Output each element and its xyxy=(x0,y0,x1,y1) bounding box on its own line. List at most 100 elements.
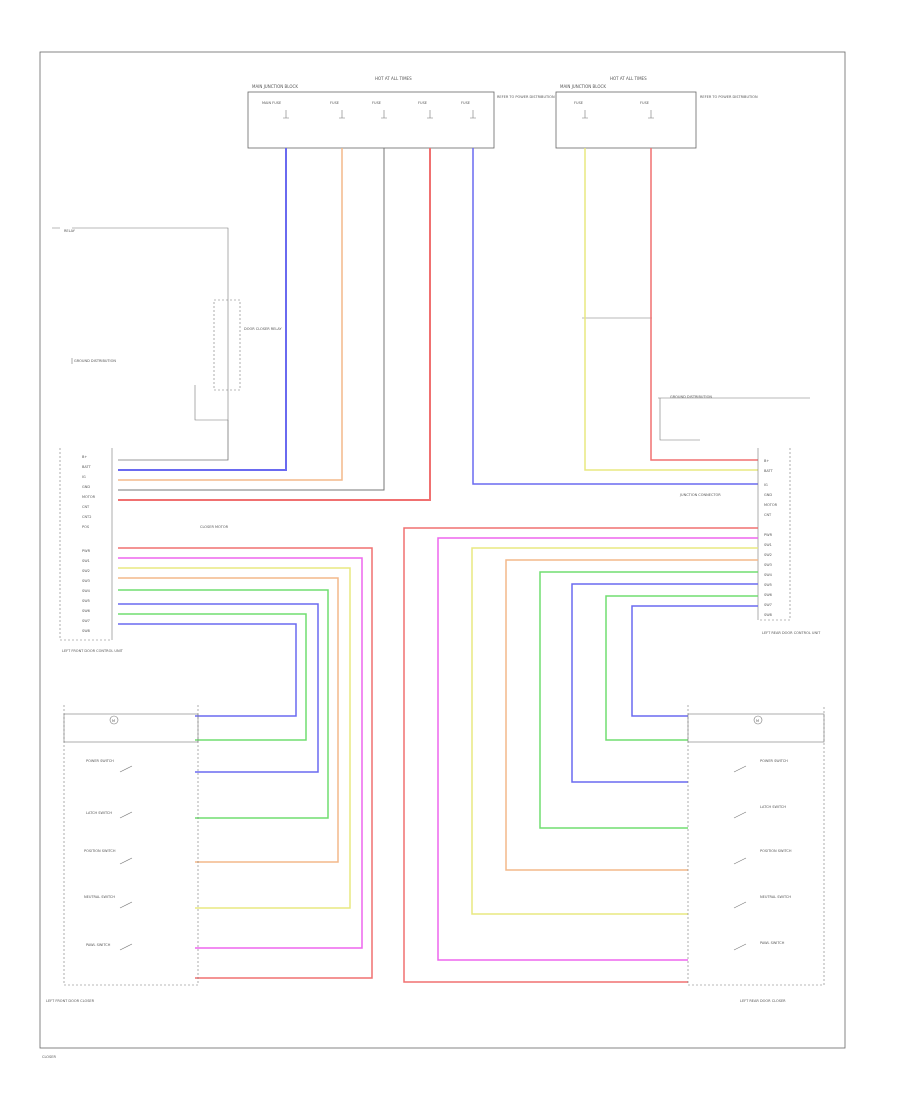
right-ground-wire xyxy=(658,397,810,441)
wire-orange-top xyxy=(118,148,343,481)
wire-orange-right xyxy=(505,559,758,871)
fuse-f5-label: FUSE xyxy=(461,101,470,105)
fuse-f1-label: MAIN FUSE xyxy=(262,101,281,105)
right-switch-2: POSITION SWITCH xyxy=(760,849,792,853)
wire-green-right xyxy=(539,571,758,829)
right-switch-3: NEUTRAL SWITCH xyxy=(760,895,791,899)
right-pin-2: IG xyxy=(764,483,768,487)
right-pin-3: GND xyxy=(764,493,772,497)
left-relay-label: DOOR CLOSER RELAY xyxy=(244,327,283,331)
right-module-pins: B+ BATT IG GND MOTOR CNT PWR SW1 SW2 SW3… xyxy=(764,459,778,617)
left-module-outline xyxy=(59,448,112,641)
right-fuse-box xyxy=(555,91,697,149)
left-motor-box xyxy=(63,713,199,743)
right-module: LEFT REAR DOOR CONTROL UNIT B+ BATT IG G… xyxy=(757,448,821,635)
fuse-f1: MAIN FUSE xyxy=(262,101,289,119)
right-fuse-side-note: REFER TO POWER DISTRIBUTION xyxy=(700,95,758,99)
right-pin-0: B+ xyxy=(764,459,769,463)
wire-magenta-right xyxy=(437,537,758,961)
wire-green2-right xyxy=(605,595,758,741)
right-pin-1: BATT xyxy=(764,469,774,473)
fuse-f2-label: FUSE xyxy=(330,101,339,105)
right-pin-14: SW8 xyxy=(764,613,772,617)
wire-yellow-top-right xyxy=(584,148,758,471)
left-switch-1: LATCH SWITCH xyxy=(86,811,112,815)
right-closer-outline xyxy=(687,705,825,986)
left-pin-14: SW6 xyxy=(82,609,90,613)
right-motor-symbol xyxy=(753,715,763,725)
left-pin-8: PWR xyxy=(82,549,91,553)
wire-red-left xyxy=(118,547,373,979)
wire-green-left xyxy=(118,589,329,819)
relay-feed-wire xyxy=(52,227,229,421)
left-closer-outline xyxy=(63,705,199,986)
left-pin-9: SW1 xyxy=(82,559,90,563)
left-pin-5: CNT xyxy=(82,505,90,509)
top-fuse-box xyxy=(247,91,495,149)
left-relay-area: RELAY DOOR CLOSER RELAY GROUND DISTRIBUT… xyxy=(52,227,283,421)
left-pin-1: BATT xyxy=(82,465,92,469)
left-pin-2: IG xyxy=(82,475,86,479)
left-pin-7: POS xyxy=(82,525,90,529)
left-switch-4: PAWL SWITCH xyxy=(86,943,111,947)
wire-blue2-right xyxy=(631,605,758,717)
left-motor-label: M xyxy=(112,719,115,723)
left-module-label: LEFT FRONT DOOR CONTROL UNIT xyxy=(62,649,124,653)
diagram-frame xyxy=(39,51,846,1049)
top-fuse-title: HOT AT ALL TIMES xyxy=(375,76,412,81)
right-pin-5: CNT xyxy=(764,513,772,517)
wire-gray-top xyxy=(118,148,385,491)
fuse-f4-label: FUSE xyxy=(418,101,427,105)
left-pin-11: SW3 xyxy=(82,579,90,583)
right-ground-note: GROUND DISTRIBUTION xyxy=(670,395,712,399)
left-pin-12: SW4 xyxy=(82,589,91,593)
wire-red-top-right xyxy=(650,148,758,461)
left-pin-15: SW7 xyxy=(82,619,90,623)
left-module-pins: B+ BATT IG GND MOTOR CNT CNT2 POS PWR SW… xyxy=(82,455,96,633)
left-bottom-wires xyxy=(118,547,373,979)
left-motor-symbol xyxy=(109,715,119,725)
top-wires xyxy=(118,148,758,501)
wire-blue-top-right xyxy=(472,148,758,485)
wire-relay-out xyxy=(118,420,229,461)
fuse-r1-label: FUSE xyxy=(574,101,583,105)
wire-blue-left xyxy=(118,603,319,773)
wire-red-right xyxy=(403,527,758,983)
fuse-f3-label: FUSE xyxy=(372,101,381,105)
right-switch-4: PAWL SWITCH xyxy=(760,941,785,945)
left-pin-0: B+ xyxy=(82,455,87,459)
fuse-f2: FUSE xyxy=(330,101,345,119)
right-module-label: LEFT REAR DOOR CONTROL UNIT xyxy=(762,631,821,635)
right-bottom-wires xyxy=(403,527,758,983)
left-pin-16: SW8 xyxy=(82,629,90,633)
right-pin-4: MOTOR xyxy=(764,503,778,507)
wire-yellow-right xyxy=(471,547,758,915)
wire-red-top xyxy=(118,148,431,501)
right-pin-10: SW4 xyxy=(764,573,773,577)
left-pin-4: MOTOR xyxy=(82,495,96,499)
left-module: LEFT FRONT DOOR CONTROL UNIT CLOSER MOTO… xyxy=(59,448,229,653)
fuse-f3: FUSE xyxy=(372,101,387,119)
wire-blue2-left xyxy=(118,623,297,717)
wire-yellow-left xyxy=(118,567,351,909)
right-pin-13: SW7 xyxy=(764,603,772,607)
fuse-r2-label: FUSE xyxy=(640,101,649,105)
wire-blue-top xyxy=(118,148,287,471)
right-pin-7: SW1 xyxy=(764,543,772,547)
footer-label: CLOSER xyxy=(42,1055,56,1059)
right-module-outline xyxy=(758,448,791,621)
fuse-f4: FUSE xyxy=(418,101,433,119)
top-fuse-side-note: REFER TO POWER DISTRIBUTION xyxy=(497,95,555,99)
right-closer: M POWER SWITCH LATCH SWITCH POSITION SWI… xyxy=(687,705,825,1003)
top-fuse-subtitle: MAIN JUNCTION BLOCK xyxy=(252,84,298,89)
left-switch-contacts xyxy=(119,765,133,951)
right-pin-12: SW6 xyxy=(764,593,772,597)
right-switch-1: LATCH SWITCH xyxy=(760,805,786,809)
left-ground-note: GROUND DISTRIBUTION xyxy=(74,359,116,363)
right-switch-0: POWER SWITCH xyxy=(760,759,788,763)
wire-blue-right xyxy=(571,583,758,783)
right-pin-9: SW3 xyxy=(764,563,772,567)
left-pin-13: SW5 xyxy=(82,599,90,603)
right-pin-11: SW5 xyxy=(764,583,772,587)
